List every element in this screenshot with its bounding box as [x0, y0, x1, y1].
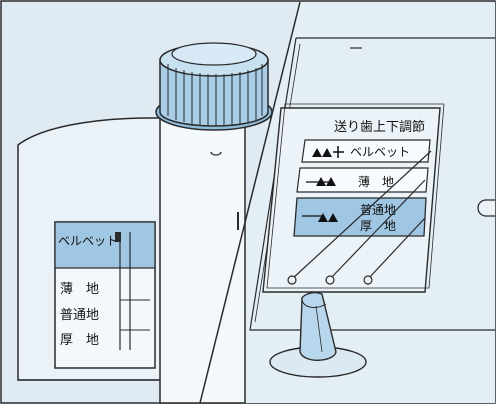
plate-title: 送り歯上下調節 — [334, 120, 425, 135]
feed-dog-lever-icon[interactable] — [269, 291, 367, 378]
option-normal: 普通地 — [360, 203, 396, 217]
arrows-up-icon — [312, 148, 332, 157]
option-velvet: ベルベット — [350, 145, 410, 159]
side-label-thick: 厚 地 — [60, 333, 99, 348]
arrows-low-icon — [318, 213, 338, 222]
arrows-mid-icon — [316, 177, 336, 186]
side-label-normal: 普通地 — [60, 308, 99, 323]
side-slider-marker — [115, 232, 121, 242]
view-divider — [199, 1, 301, 404]
side-scale-panel: ベルベット 薄 地 普通地 厚 地 — [54, 221, 156, 369]
side-label-velvet: ベルベット — [58, 234, 118, 248]
option-thick: 厚 地 — [360, 219, 396, 233]
position-holes — [287, 275, 373, 285]
option-thin: 薄 地 — [358, 174, 394, 189]
stitch-knob-icon[interactable] — [155, 42, 273, 131]
side-label-thin: 薄 地 — [60, 282, 99, 297]
feed-dog-adjust-plate: 送り歯上下調節 ベルベット 薄 地 普通地 厚 地 — [262, 103, 445, 293]
